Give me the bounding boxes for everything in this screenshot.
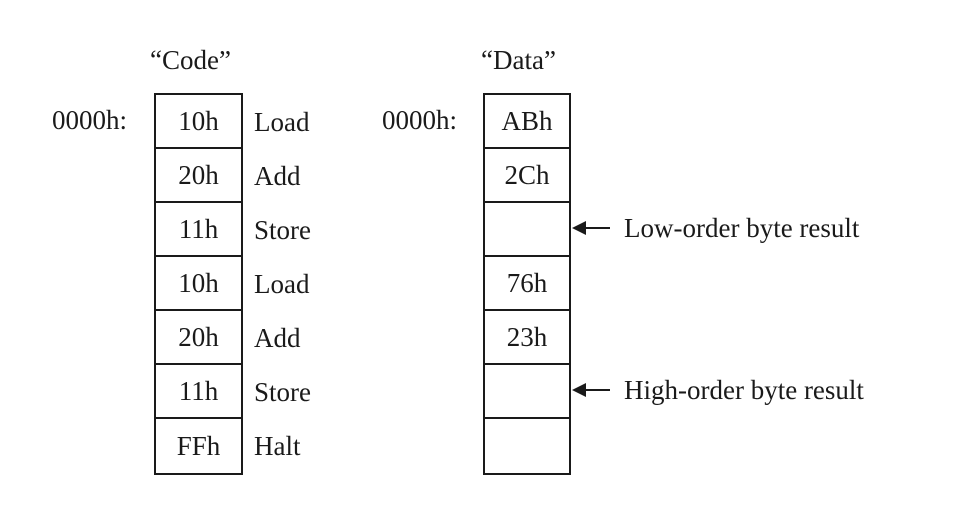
mnemonic-label: Add (254, 160, 301, 191)
data-byte-cell (485, 419, 569, 473)
code-start-address: 0000h: (52, 105, 128, 135)
data-byte-cell (485, 365, 569, 419)
mnemonic-label: Halt (254, 430, 301, 461)
code-byte-cell: 11h (156, 365, 241, 419)
mnemonic-label: Add (254, 322, 301, 353)
low-order-annotation: Low-order byte result (572, 213, 859, 243)
data-byte-cell: ABh (485, 95, 569, 149)
data-memory-column: ABh 2Ch 76h 23h (483, 93, 571, 475)
data-byte-cell: 2Ch (485, 149, 569, 203)
code-byte-cell: 10h (156, 257, 241, 311)
left-arrow-icon (572, 383, 610, 397)
code-mnemonics: Load Add Store Load Add Store Halt (254, 95, 311, 473)
data-byte-cell: 23h (485, 311, 569, 365)
code-byte-cell: 11h (156, 203, 241, 257)
code-title: “Code” (150, 45, 231, 75)
data-title: “Data” (481, 45, 556, 75)
mnemonic-label: Store (254, 376, 311, 407)
high-order-label: High-order byte result (624, 374, 864, 405)
high-order-annotation: High-order byte result (572, 375, 864, 405)
mnemonic-label: Load (254, 106, 310, 137)
data-start-address: 0000h: (382, 105, 458, 135)
mnemonic-label: Load (254, 268, 310, 299)
code-byte-cell: 10h (156, 95, 241, 149)
code-byte-cell: 20h (156, 149, 241, 203)
code-byte-cell: 20h (156, 311, 241, 365)
mnemonic-label: Store (254, 214, 311, 245)
code-memory-column: 10h 20h 11h 10h 20h 11h FFh (154, 93, 243, 475)
data-byte-cell (485, 203, 569, 257)
data-byte-cell: 76h (485, 257, 569, 311)
left-arrow-icon (572, 221, 610, 235)
low-order-label: Low-order byte result (624, 212, 860, 243)
code-byte-cell: FFh (176, 430, 221, 461)
